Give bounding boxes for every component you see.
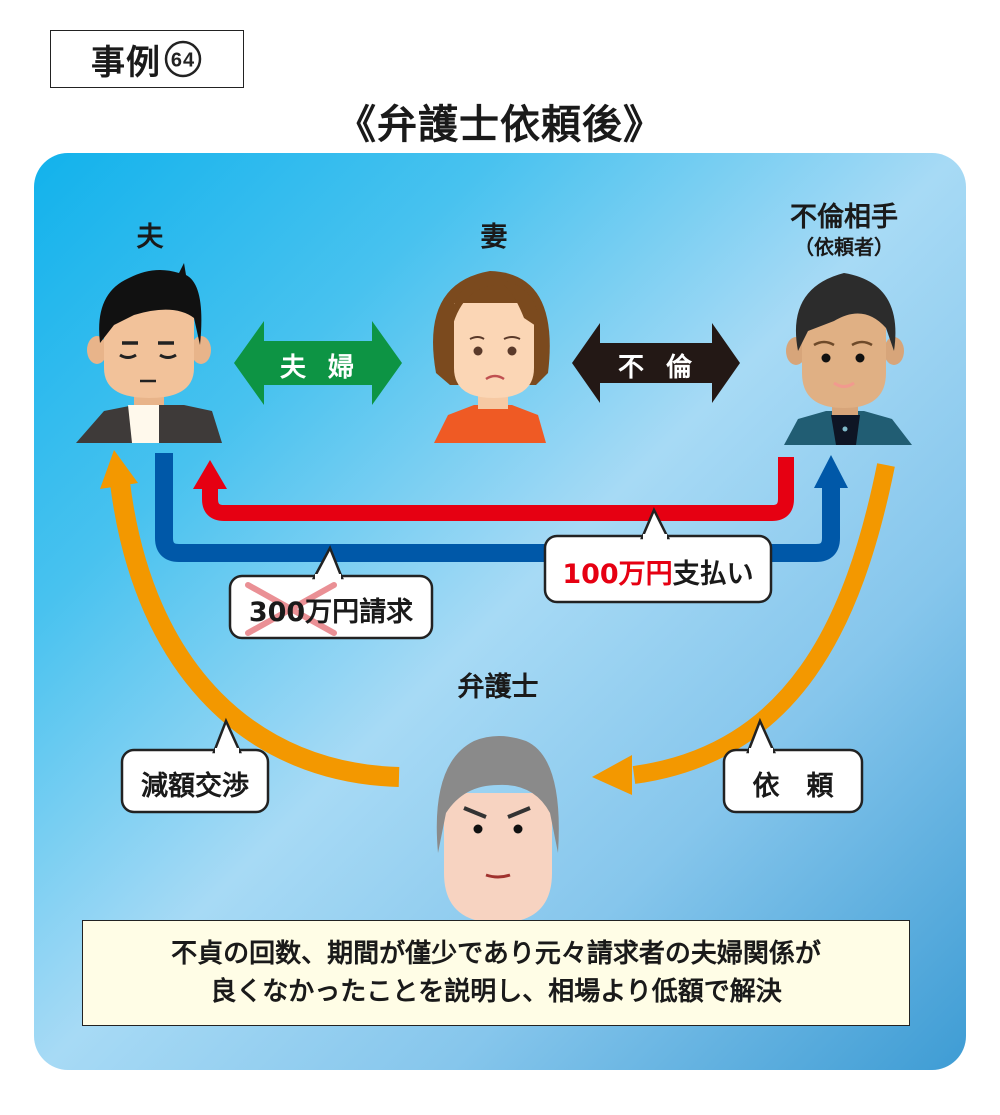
- affair-partner-label: 不倫相手: [790, 202, 898, 233]
- wife-avatar: [433, 271, 550, 443]
- husband-label: 夫: [136, 222, 164, 253]
- negotiation-arrowhead-icon: [100, 450, 138, 489]
- negotiation-flow-arrow: [110, 481, 400, 787]
- payment-amount: 100万円: [562, 559, 673, 590]
- affair-partner-avatar: [784, 273, 912, 445]
- negotiation-bubble: [120, 717, 270, 814]
- summary-line-2: 良くなかったことを説明し、相場より低額で解決: [210, 977, 782, 1007]
- crossed-out-mark-icon: [245, 582, 337, 636]
- payment-bubble: [543, 507, 773, 604]
- summary-line-1: 不貞の回数、期間が僅少であり元々請求者の夫婦関係が: [171, 939, 821, 969]
- case-label: 事例 64: [50, 30, 244, 88]
- case-prefix: 事例: [91, 42, 161, 83]
- request-arrowhead-icon: [592, 755, 632, 795]
- claim-suffix: 請求: [359, 597, 414, 628]
- page-title: 《弁護士依頼後》: [336, 102, 664, 148]
- payment-suffix: 支払い: [672, 559, 754, 590]
- diagram-canvas: [76, 263, 912, 1001]
- lawyer-label: 弁護士: [457, 672, 539, 703]
- diagram-panel: 夫 妻 不倫相手 （依頼者） 弁護士 夫婦 不倫 300万円請求 100万円支払…: [34, 153, 966, 1070]
- marriage-arrow: [234, 321, 402, 405]
- summary-box: 不貞の回数、期間が僅少であり元々請求者の夫婦関係が 良くなかったことを説明し、相…: [82, 920, 910, 1026]
- affair-label: 不倫: [617, 353, 714, 383]
- claim-amount: 300万円: [248, 597, 360, 628]
- request-flow-arrow: [632, 463, 895, 784]
- claim-bubble: [228, 545, 434, 640]
- husband-avatar: [76, 263, 222, 443]
- claim-flow-arrow: [155, 453, 840, 562]
- payment-bubble-text: 100万円支払い: [545, 552, 771, 591]
- request-bubble: [722, 717, 864, 814]
- case-number: 64: [171, 50, 195, 72]
- negotiation-bubble-text: 減額交渉: [141, 771, 249, 802]
- wife-label: 妻: [480, 222, 508, 253]
- payment-flow-arrow: [202, 457, 794, 521]
- claim-arrowhead-icon: [814, 455, 848, 488]
- payment-arrowhead-icon: [193, 460, 227, 489]
- case-number-circle: 64: [164, 40, 202, 78]
- request-bubble-text: 依 頼: [752, 771, 834, 802]
- claim-bubble-text: 300万円請求: [230, 590, 432, 629]
- marriage-label: 夫婦: [279, 353, 376, 383]
- affair-arrow: [572, 323, 740, 403]
- affair-partner-sublabel: （依頼者）: [794, 235, 894, 259]
